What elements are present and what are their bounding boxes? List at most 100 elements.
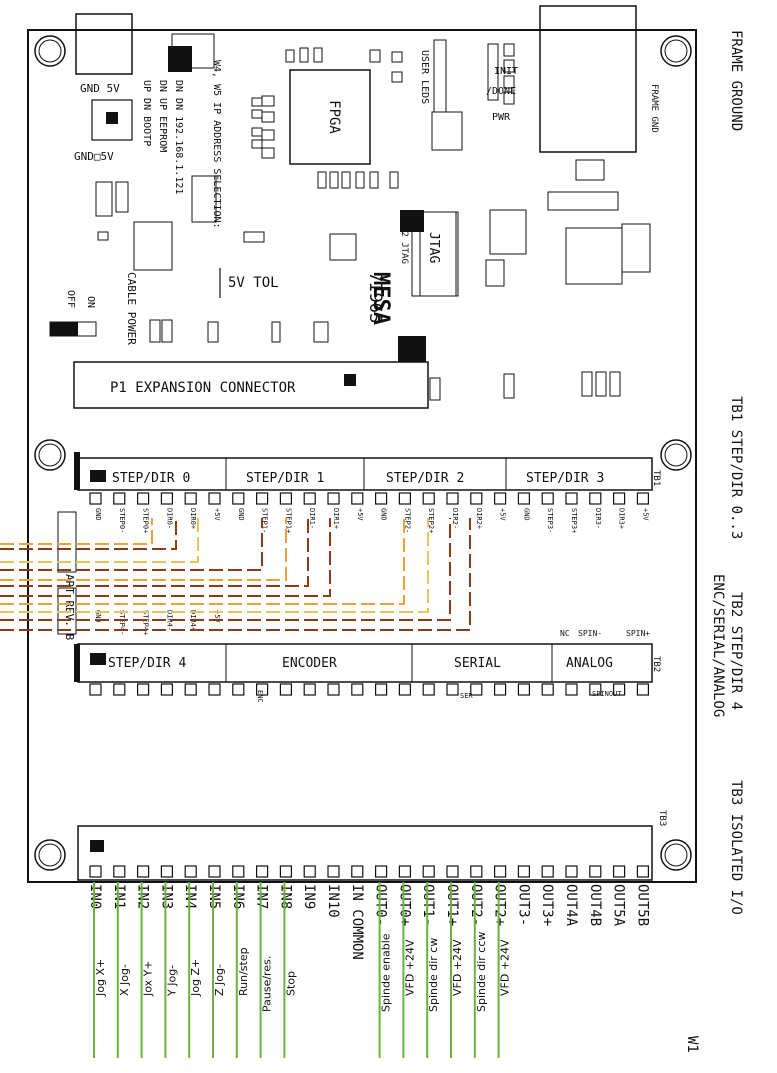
terminal-screw: [636, 492, 650, 505]
cable-wire: [0, 518, 331, 597]
terminal-screw: [351, 865, 364, 878]
terminal-screw: [517, 683, 531, 696]
terminal-screw: [113, 492, 126, 505]
io-wire-label: Jox Y+: [142, 960, 155, 997]
tb2-section-1: ENCODER: [282, 656, 337, 671]
io-wire-label: Stop: [284, 971, 297, 996]
tb1-section-2: STEP/DIR 2: [386, 471, 464, 486]
terminal-screw: [327, 683, 340, 696]
terminal-screw: [160, 865, 173, 878]
io-pin-label: OUT5A: [611, 884, 627, 927]
terminal-screw: [470, 683, 483, 696]
tb1-pin-label: DIR2-: [451, 508, 459, 529]
io-pin-label: IN9: [301, 884, 317, 909]
io-wire-label: X Jog-: [118, 964, 131, 996]
terminal-screw: [375, 683, 388, 696]
five-volt-tolerant-label: 5V TOL: [228, 275, 279, 291]
io-wire-label: Pause/res.: [261, 956, 274, 1012]
right-legend: FRAME GROUND TB1 STEP/DIR 0..3 TB2 STEP/…: [684, 30, 744, 1053]
io-pin-label: OUT5B: [634, 884, 650, 926]
tb1-pin-label: +5V: [499, 508, 507, 521]
tb2-mark-spin-plus: SPIN+: [626, 629, 650, 638]
io-pin-label: OUT3+: [539, 884, 555, 926]
terminal-screw: [327, 492, 340, 505]
art-rev-label: ART REV. B: [63, 574, 76, 641]
cable-wire: [0, 518, 153, 545]
terminal-screw: [398, 492, 411, 505]
terminal-screw: [398, 865, 411, 878]
io-pin-label: OUT4B: [587, 884, 603, 926]
terminal-screw: [612, 683, 626, 696]
terminal-screw: [494, 683, 507, 696]
tb2-pin-label: DIR4-: [165, 610, 173, 631]
power-header-pin: [106, 112, 118, 124]
terminal-screw: [232, 492, 245, 505]
tb3-legend-text: TB3 ISOLATED I/O: [728, 780, 744, 915]
terminal-screw: [327, 865, 340, 878]
terminal-screw: [113, 683, 126, 696]
cable-wire: [0, 518, 451, 621]
pwr-label: PWR: [492, 112, 511, 123]
terminal-screw: [517, 865, 531, 878]
w1-label: W1: [684, 1036, 700, 1053]
terminal-screw: [565, 865, 578, 878]
cable-power-label: CABLE POWER: [125, 272, 138, 345]
tb1-pin-label: STEP2-: [403, 508, 411, 533]
terminal-screw: [208, 683, 221, 696]
cable-wire: [0, 518, 199, 563]
model-label: 7I96S: [365, 272, 385, 323]
io-wire-label: Z Jog-: [213, 964, 226, 996]
terminal-screw: [279, 492, 292, 505]
tb1-pin-label: +5V: [641, 508, 649, 521]
terminal-screw: [89, 865, 102, 878]
tb1-label: TB1: [651, 470, 661, 486]
terminal-screw: [446, 683, 459, 696]
tb2-mark-ser: SER: [460, 692, 473, 700]
terminal-screw: [137, 492, 150, 505]
terminal-screw: [184, 865, 197, 878]
tb1-pin-label: STEP1+: [284, 508, 292, 533]
cable-wire: [0, 518, 177, 550]
terminal-screw: [517, 492, 531, 505]
tb1-pin-label: STEP0+: [142, 508, 150, 533]
terminal-screw: [303, 683, 316, 696]
terminal-screw: [494, 492, 507, 505]
io-wire-label: Y Jog-: [165, 965, 178, 997]
io-wire-label: Run/step: [237, 947, 250, 996]
io-pin-label: IN10: [325, 884, 341, 918]
terminal-screw: [446, 865, 459, 878]
filled-markers: [50, 46, 426, 852]
cable-wire: [0, 518, 471, 631]
p1-expansion-label: P1 EXPANSION CONNECTOR: [110, 380, 296, 396]
cable-wire: [0, 518, 405, 605]
terminal-screw: [113, 865, 126, 878]
tb2-mark-nc: NC: [560, 629, 570, 638]
cable-wire: [0, 518, 287, 581]
tb1-pin-label: DIR1-: [308, 508, 316, 529]
terminal-screw: [470, 492, 483, 505]
terminal-screw: [494, 865, 507, 878]
tb1-pin-label: GND: [522, 508, 530, 521]
terminal-screw: [279, 865, 292, 878]
ip-option-2: DN UP EEPROM: [157, 80, 168, 152]
tb1-section-labels: STEP/DIR 0 STEP/DIR 1 STEP/DIR 2 STEP/DI…: [112, 471, 604, 486]
fpga-label: FPGA: [326, 100, 342, 134]
terminal-screw: [636, 865, 650, 878]
tb2-terminal-block: [77, 643, 653, 696]
terminal-screw: [232, 865, 245, 878]
terminal-screw: [137, 865, 150, 878]
terminal-screw: [256, 492, 269, 505]
terminal-screw: [589, 492, 602, 505]
tb1-pin-label: STEP3-: [546, 508, 554, 533]
jtag-header: [419, 211, 457, 297]
tb1-pin-label: DIR2+: [475, 508, 483, 529]
terminal-screw: [446, 492, 459, 505]
tb2-mark-enc: ENC: [256, 690, 264, 703]
tb2-legend-line1: TB2 STEP/DIR 4: [728, 592, 744, 710]
tb1-terminal-block: [77, 457, 653, 505]
passive-components: [57, 33, 651, 635]
terminal-screw: [184, 683, 197, 696]
terminal-screw: [208, 865, 221, 878]
terminal-screw: [612, 865, 626, 878]
